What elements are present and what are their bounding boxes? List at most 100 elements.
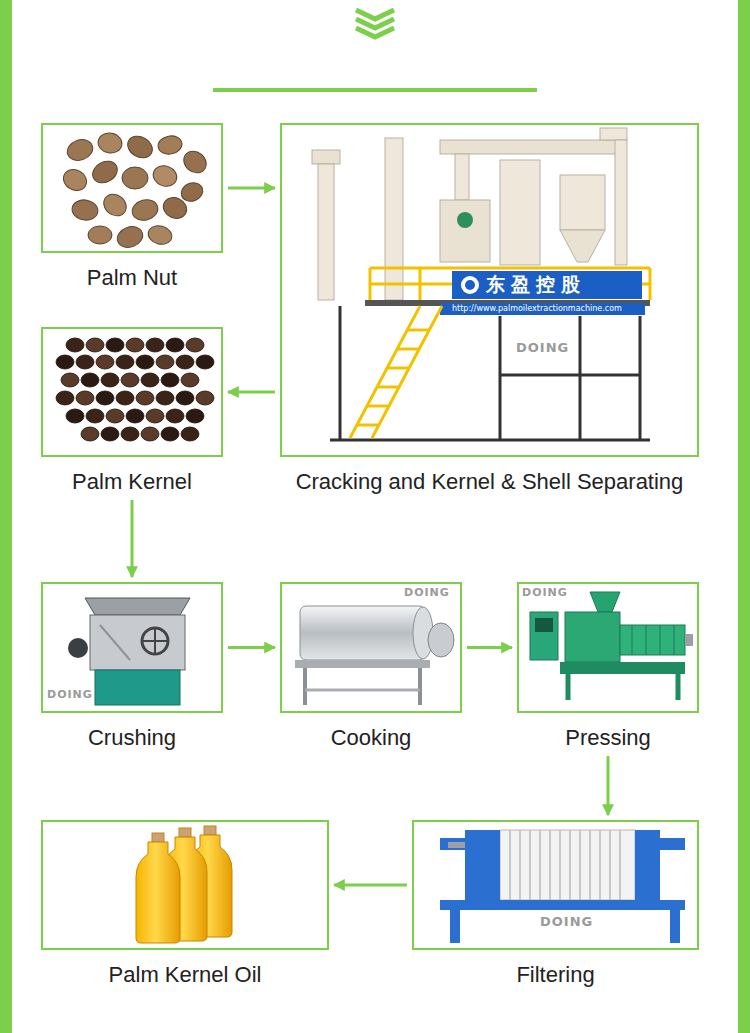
cracking-machine-picture — [367, 405, 389, 408]
cracking-machine-picture — [615, 140, 627, 265]
palm-kernel-picture — [176, 355, 194, 369]
filter-press-picture — [569, 830, 571, 900]
cracking-machine-picture — [500, 374, 640, 377]
palm-kernel-picture — [126, 338, 144, 352]
palm-kernel-picture — [96, 355, 114, 369]
palm-kernel-picture — [161, 427, 179, 441]
palm-kernel-picture — [146, 338, 164, 352]
image-frame — [412, 820, 699, 950]
cracking-machine-picture — [369, 268, 372, 300]
palm-kernel-picture — [161, 373, 179, 387]
palm-nut-picture — [99, 190, 130, 221]
palm-kernel-picture — [181, 373, 199, 387]
oil-bottles-picture — [179, 828, 191, 837]
cracking-machine-picture — [440, 303, 645, 315]
filter-press-picture — [500, 830, 635, 900]
flow-arrow — [131, 500, 134, 577]
oil-press-picture — [646, 625, 647, 655]
filter-press-picture — [559, 830, 561, 900]
palm-kernel-picture — [106, 409, 124, 423]
filter-press-picture — [465, 830, 500, 902]
filter-press-picture — [670, 910, 680, 943]
cracking-machine-picture — [465, 280, 475, 290]
cracking-machine-picture — [385, 138, 403, 300]
image-frame — [41, 123, 223, 253]
chevron-icon — [356, 28, 394, 37]
crusher-picture — [90, 615, 185, 670]
filter-press-picture — [599, 830, 601, 900]
palm-kernel-picture — [101, 373, 119, 387]
palm-kernel-picture — [126, 409, 144, 423]
palm-nut-picture — [122, 167, 148, 189]
flow-arrow — [228, 391, 275, 394]
palm-kernel-picture — [86, 338, 104, 352]
side-stripe — [738, 0, 750, 1033]
flow-arrow — [228, 187, 275, 190]
watermark: DOING — [516, 340, 569, 356]
roaster-picture — [305, 689, 420, 692]
process-step: Pressing — [517, 582, 699, 751]
palm-kernel-picture — [61, 373, 79, 387]
cracking-machine-picture — [407, 329, 429, 332]
flow-arrow — [607, 756, 610, 815]
cracking-machine-picture — [330, 306, 650, 440]
oil-press-picture — [560, 662, 685, 674]
palm-kernel-picture — [56, 338, 214, 441]
process-step: Filtering — [412, 820, 699, 988]
filter-press-picture — [510, 830, 620, 900]
crusher-picture — [100, 625, 130, 660]
palm-nut-picture — [150, 162, 179, 189]
filter-press-picture — [589, 830, 591, 900]
cracking-machine-picture — [370, 268, 650, 300]
cracking-machine-picture — [330, 439, 650, 442]
cracking-machine-picture — [457, 212, 473, 228]
process-step: Palm Nut — [41, 123, 223, 291]
oil-bottles-picture — [152, 833, 164, 842]
cracking-machine-picture — [639, 316, 642, 440]
crusher-picture — [154, 628, 156, 654]
roaster-picture — [428, 623, 454, 657]
palm-kernel-picture — [166, 409, 184, 423]
sign-text: 东盈控股 — [486, 273, 586, 295]
step-label: Cracking and Kernel & Shell Separating — [296, 469, 684, 495]
filter-press-picture — [619, 830, 621, 900]
cracking-machine-picture — [397, 348, 419, 351]
chevron-icon — [356, 10, 394, 19]
process-step: Palm Kernel — [41, 327, 223, 495]
palm-kernel-picture — [181, 427, 199, 441]
filter-press-picture — [549, 830, 551, 900]
cracking-machine-picture — [339, 306, 342, 440]
crusher-picture — [95, 670, 180, 705]
palm-nut-picture — [60, 131, 211, 251]
palm-kernel-picture — [121, 427, 139, 441]
cracking-machine-picture — [350, 306, 420, 438]
step-label: Crushing — [88, 725, 176, 751]
cracking-machine-picture — [387, 367, 409, 370]
cracking-machine-picture — [370, 267, 650, 270]
palm-kernel-picture — [196, 355, 214, 369]
step-label: Pressing — [565, 725, 651, 751]
palm-kernel-picture — [121, 373, 139, 387]
oil-press-picture — [530, 612, 558, 660]
palm-kernel-picture — [141, 373, 159, 387]
process-step: Palm Kernel Oil — [41, 820, 329, 988]
palm-kernel-picture — [86, 409, 104, 423]
palm-kernel-picture — [81, 373, 99, 387]
cracking-machine-picture — [377, 386, 399, 389]
cracking-machine-picture — [579, 316, 582, 440]
oil-bottles-picture — [136, 826, 232, 943]
watermark: DOING — [47, 688, 93, 702]
cracking-machine-picture — [500, 160, 540, 265]
roaster-picture — [418, 668, 422, 705]
palm-kernel-picture — [76, 391, 94, 405]
palm-nut-picture — [124, 132, 157, 162]
chevron-icon — [356, 10, 394, 37]
palm-kernel-picture — [66, 409, 84, 423]
palm-kernel-picture — [66, 338, 84, 352]
flow-arrow — [228, 646, 275, 649]
palm-nut-picture — [157, 134, 184, 156]
palm-kernel-picture — [96, 391, 114, 405]
cracking-machine-picture — [649, 268, 652, 300]
cracking-machine-picture — [440, 140, 620, 154]
